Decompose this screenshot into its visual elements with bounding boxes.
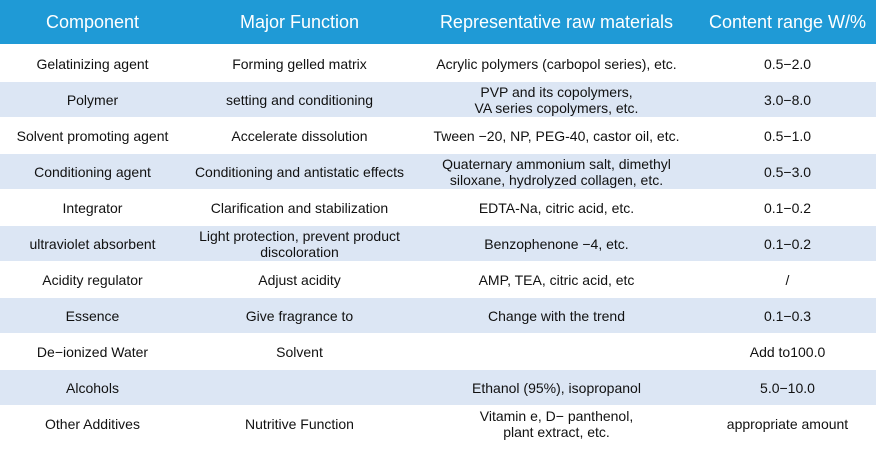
cell-component: Polymer: [0, 81, 185, 118]
cell-content: 0.1−0.2: [699, 189, 876, 226]
cell-function: Give fragrance to: [185, 297, 414, 334]
table-row: Polymer setting and conditioning PVP and…: [0, 81, 876, 118]
cell-component: Conditioning agent: [0, 153, 185, 190]
cell-component: Integrator: [0, 189, 185, 226]
cell-materials: Tween −20, NP, PEG-40, castor oil, etc.: [414, 117, 699, 154]
table-row: Solvent promoting agent Accelerate disso…: [0, 117, 876, 154]
cell-materials: Change with the trend: [414, 297, 699, 334]
cell-function: Solvent: [185, 333, 414, 370]
cell-component: Essence: [0, 297, 185, 334]
table-row: De−ionized Water Solvent Add to100.0: [0, 333, 876, 370]
cell-function: [185, 369, 414, 406]
table-row: Acidity regulator Adjust acidity AMP, TE…: [0, 261, 876, 298]
cell-function: setting and conditioning: [185, 81, 414, 118]
table-row: ultraviolet absorbent Light protection, …: [0, 225, 876, 262]
cell-content: 0.1−0.2: [699, 225, 876, 262]
cell-content: 3.0−8.0: [699, 81, 876, 118]
formulation-table: Component Major Function Representative …: [0, 0, 876, 442]
cell-component: Gelatinizing agent: [0, 44, 185, 82]
cell-function: Accelerate dissolution: [185, 117, 414, 154]
cell-component: Acidity regulator: [0, 261, 185, 298]
header-materials: Representative raw materials: [414, 0, 699, 46]
cell-component: Other Additives: [0, 405, 185, 442]
table-row: Other Additives Nutritive Function Vitam…: [0, 405, 876, 442]
cell-content: /: [699, 261, 876, 298]
cell-function: Adjust acidity: [185, 261, 414, 298]
cell-function: Nutritive Function: [185, 405, 414, 442]
cell-content: 0.1−0.3: [699, 297, 876, 334]
table-row: Essence Give fragrance to Change with th…: [0, 297, 876, 334]
table-body: Gelatinizing agent Forming gelled matrix…: [0, 44, 876, 442]
header-content-range: Content range W/%: [699, 0, 876, 46]
cell-function: Conditioning and antistatic effects: [185, 153, 414, 190]
cell-function: Clarification and stabilization: [185, 189, 414, 226]
cell-content: 5.0−10.0: [699, 369, 876, 406]
table-row: Alcohols Ethanol (95%), isopropanol 5.0−…: [0, 369, 876, 406]
table-header-row: Component Major Function Representative …: [0, 0, 876, 46]
cell-content: 0.5−2.0: [699, 44, 876, 82]
header-component: Component: [0, 0, 185, 46]
cell-component: De−ionized Water: [0, 333, 185, 370]
cell-materials: Acrylic polymers (carbopol series), etc.: [414, 44, 699, 82]
table-row: Gelatinizing agent Forming gelled matrix…: [0, 44, 876, 82]
cell-component: Solvent promoting agent: [0, 117, 185, 154]
cell-materials: Vitamin e, D− panthenol, plant extract, …: [414, 405, 699, 442]
cell-content: 0.5−3.0: [699, 153, 876, 190]
cell-materials: PVP and its copolymers, VA series copoly…: [414, 81, 699, 118]
cell-function: Forming gelled matrix: [185, 44, 414, 82]
cell-content: 0.5−1.0: [699, 117, 876, 154]
cell-content: appropriate amount: [699, 405, 876, 442]
cell-content: Add to100.0: [699, 333, 876, 370]
cell-materials: Quaternary ammonium salt, dimethyl silox…: [414, 153, 699, 190]
table-row: Integrator Clarification and stabilizati…: [0, 189, 876, 226]
cell-materials: [414, 333, 699, 370]
cell-function: Light protection, prevent product discol…: [185, 225, 414, 262]
cell-materials: EDTA-Na, citric acid, etc.: [414, 189, 699, 226]
cell-component: ultraviolet absorbent: [0, 225, 185, 262]
table-row: Conditioning agent Conditioning and anti…: [0, 153, 876, 190]
cell-materials: Ethanol (95%), isopropanol: [414, 369, 699, 406]
header-function: Major Function: [185, 0, 414, 46]
cell-materials: Benzophenone −4, etc.: [414, 225, 699, 262]
cell-component: Alcohols: [0, 369, 185, 406]
cell-materials: AMP, TEA, citric acid, etc: [414, 261, 699, 298]
